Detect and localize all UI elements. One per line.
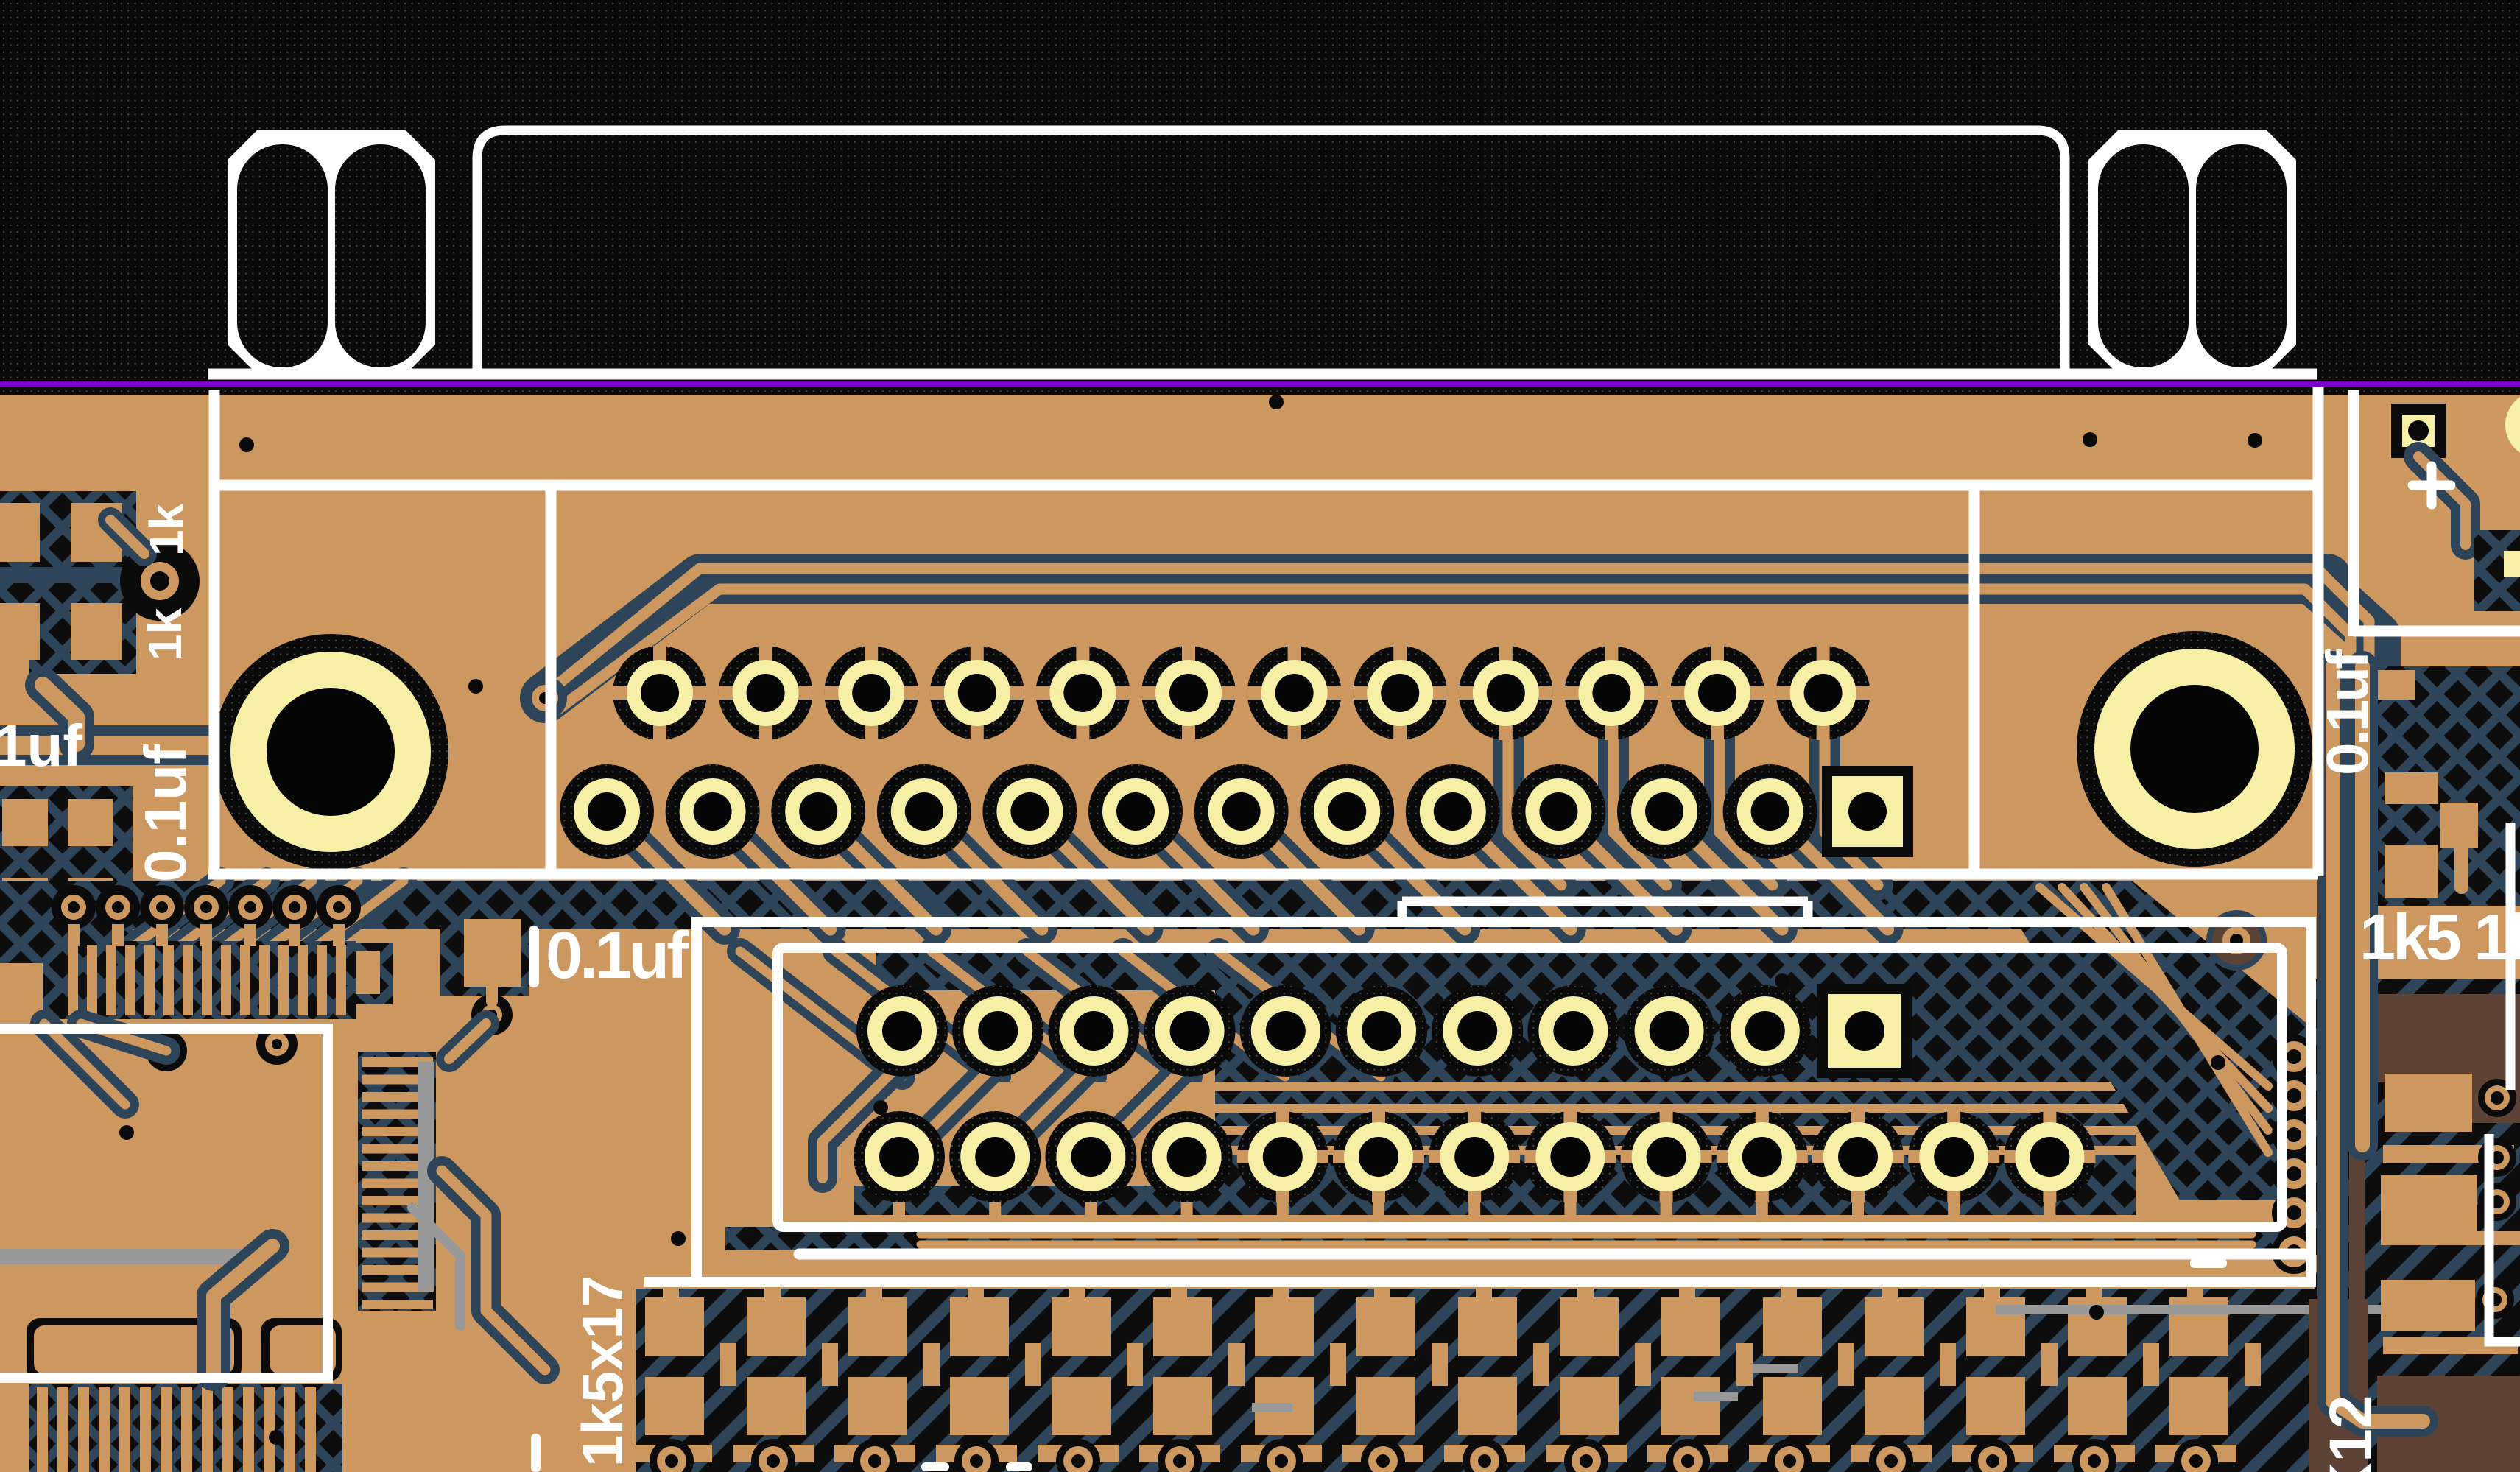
svg-text:1uf: 1uf xyxy=(0,713,82,778)
svg-text:1k5 1k.: 1k5 1k. xyxy=(2359,901,2520,973)
svg-text:0.1uf: 0.1uf xyxy=(2315,649,2380,775)
svg-text:0.1uf: 0.1uf xyxy=(546,919,689,993)
svg-text:1k: 1k xyxy=(138,608,191,661)
svg-text:0.1uf: 0.1uf xyxy=(133,744,198,882)
svg-text:K12: K12 xyxy=(2317,1395,2385,1472)
svg-text:1k: 1k xyxy=(140,503,193,556)
svg-text:1k5x17: 1k5x17 xyxy=(570,1275,635,1467)
